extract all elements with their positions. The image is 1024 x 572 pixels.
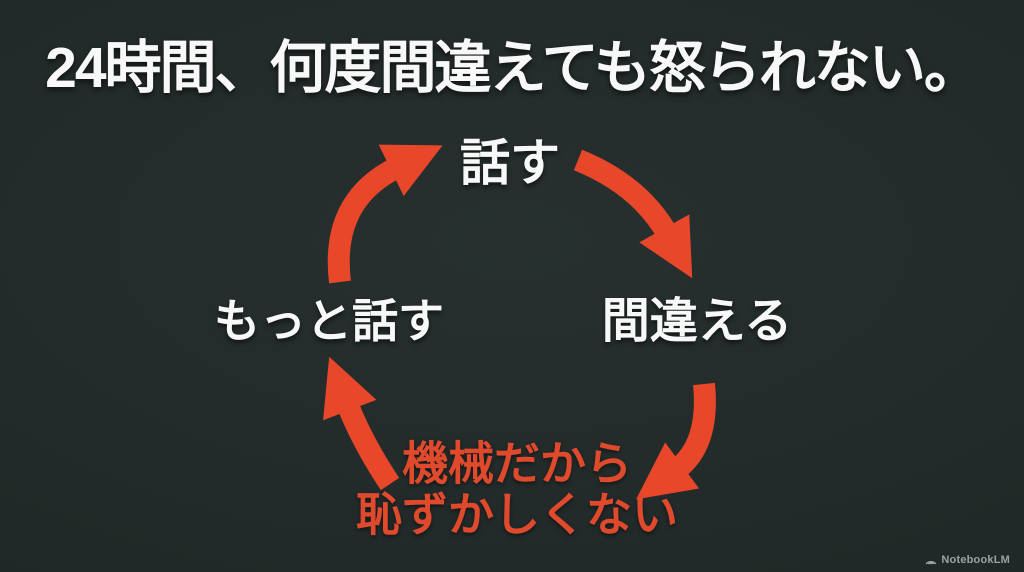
cycle-node-mistake: 間違える [601,294,793,348]
cycle-node-talk-more: もっと話す [214,294,444,347]
arrow-talkmore-to-talk-icon [327,144,443,284]
cycle-node-reason: 機械だから 恥ずかしくない [356,438,678,539]
notebooklm-icon [926,561,937,565]
notebooklm-watermark: NotebookLM [925,554,1010,566]
cycle-node-talk: 話す [460,134,560,191]
cycle-node-reason-line2: 恥ずかしくない [356,488,678,540]
arrow-talk-to-mistake-icon [573,149,693,279]
arrow-reason-to-talkmore-icon [323,356,400,491]
page-title: 24時間、何度間違えても怒られない。 [45,36,981,100]
cycle-node-reason-line1: 機械だから [402,437,632,490]
arrow-mistake-to-reason-icon [636,382,716,500]
notebooklm-watermark-label: NotebookLM [941,554,1010,566]
